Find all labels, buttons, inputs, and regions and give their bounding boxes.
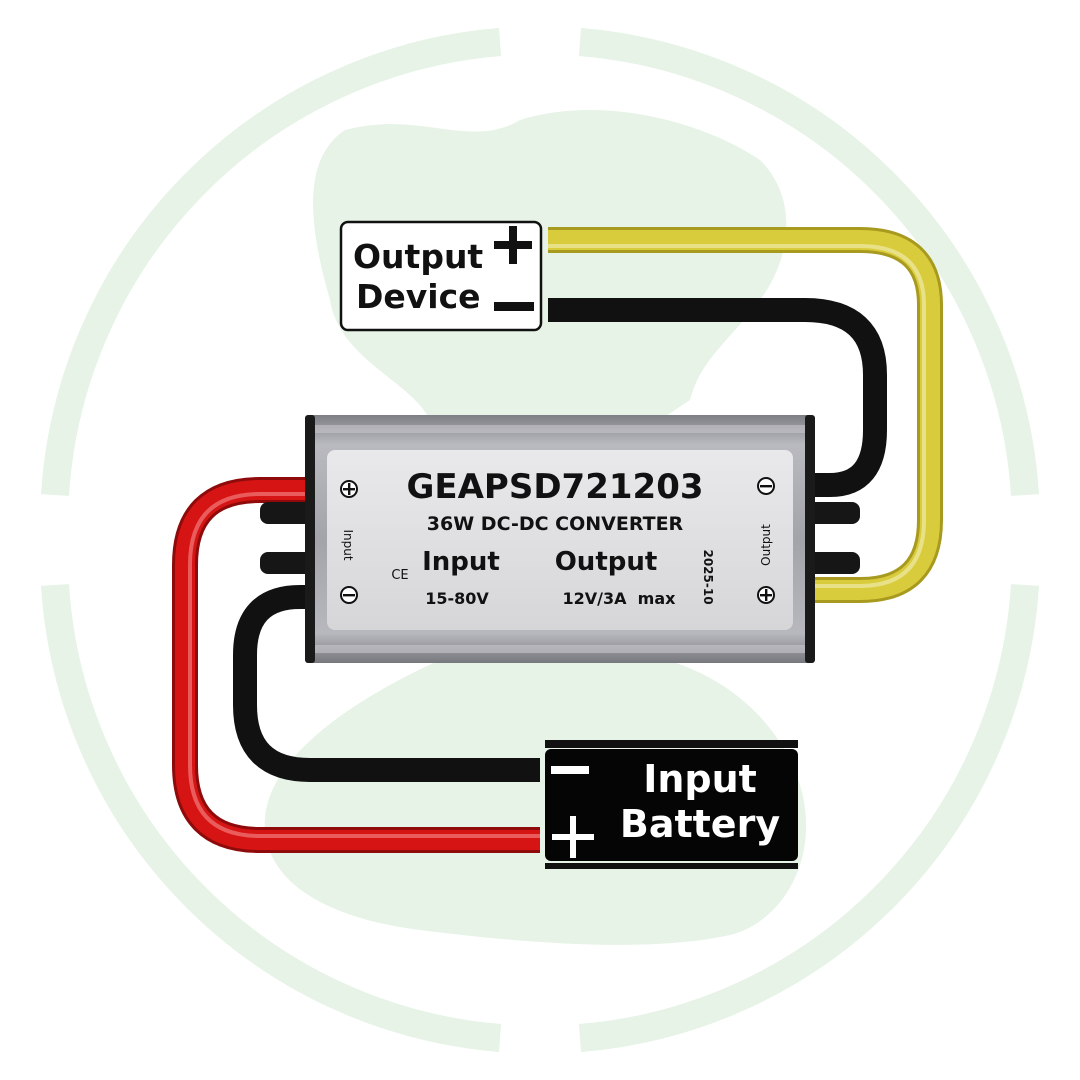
side-label-output: Output	[759, 524, 773, 566]
output-device-line2: Device	[356, 277, 481, 316]
label-plate	[327, 450, 793, 630]
input-voltage: 15-80V	[425, 589, 489, 608]
cable-boots	[260, 502, 860, 574]
output-device-line1: Output	[353, 237, 483, 276]
screw-output-negative-icon	[757, 477, 775, 495]
battery-plus-icon	[552, 816, 594, 858]
converter-subtitle: 36W DC-DC CONVERTER	[427, 513, 684, 535]
side-label-input: Input	[341, 529, 355, 560]
input-heading: Input	[422, 547, 500, 577]
output-device-box: Output Device	[339, 220, 543, 332]
output-negative-wire	[548, 298, 887, 497]
model-number: GEAPSD721203	[406, 467, 703, 507]
input-battery-box: Input Battery	[545, 740, 798, 869]
dc-dc-converter: GEAPSD721203 36W DC-DC CONVERTER Input O…	[260, 415, 860, 663]
battery-minus-icon	[551, 766, 589, 774]
date-code: 2025-10	[701, 549, 715, 604]
output-plus-icon	[494, 226, 532, 264]
battery-line1: Input	[643, 757, 757, 801]
output-rating: 12V/3A max	[563, 589, 677, 608]
output-minus-icon	[494, 302, 534, 311]
screw-input-positive-icon	[340, 480, 358, 498]
output-heading: Output	[555, 547, 658, 577]
screw-input-negative-icon	[340, 586, 358, 604]
watermark-logo	[41, 28, 1039, 1052]
wires	[172, 227, 943, 853]
input-negative-wire	[233, 585, 540, 782]
battery-line2: Battery	[620, 802, 780, 846]
screw-output-positive-icon	[757, 586, 775, 604]
ce-mark: CE	[391, 568, 408, 583]
